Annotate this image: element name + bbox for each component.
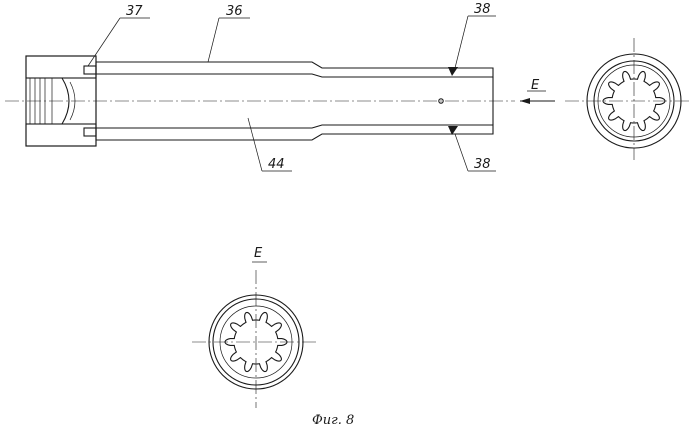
tube-side-view [5,56,555,146]
label-part-38-bottom: 38 [474,157,491,172]
view-arrow-head [520,98,530,104]
tube-wall-upper [96,62,493,77]
nut-lower-section [26,124,96,146]
leader-lines [88,16,546,171]
section-view-e [192,262,318,408]
seal-ring-top [84,66,96,74]
label-part-38-top: 38 [474,2,491,17]
view-title-e: E [254,246,263,261]
end-view-right [565,38,690,160]
figure-caption: Фиг. 8 [312,413,354,428]
seal-ring-bottom [84,128,96,136]
label-part-44: 44 [268,157,285,172]
nut-upper-section [26,56,96,78]
label-part-37: 37 [126,4,143,19]
label-part-36: 36 [226,4,243,19]
label-view-arrow: E [531,78,540,93]
tube-wall-lower [96,125,493,140]
weld-mark-top [448,67,458,76]
